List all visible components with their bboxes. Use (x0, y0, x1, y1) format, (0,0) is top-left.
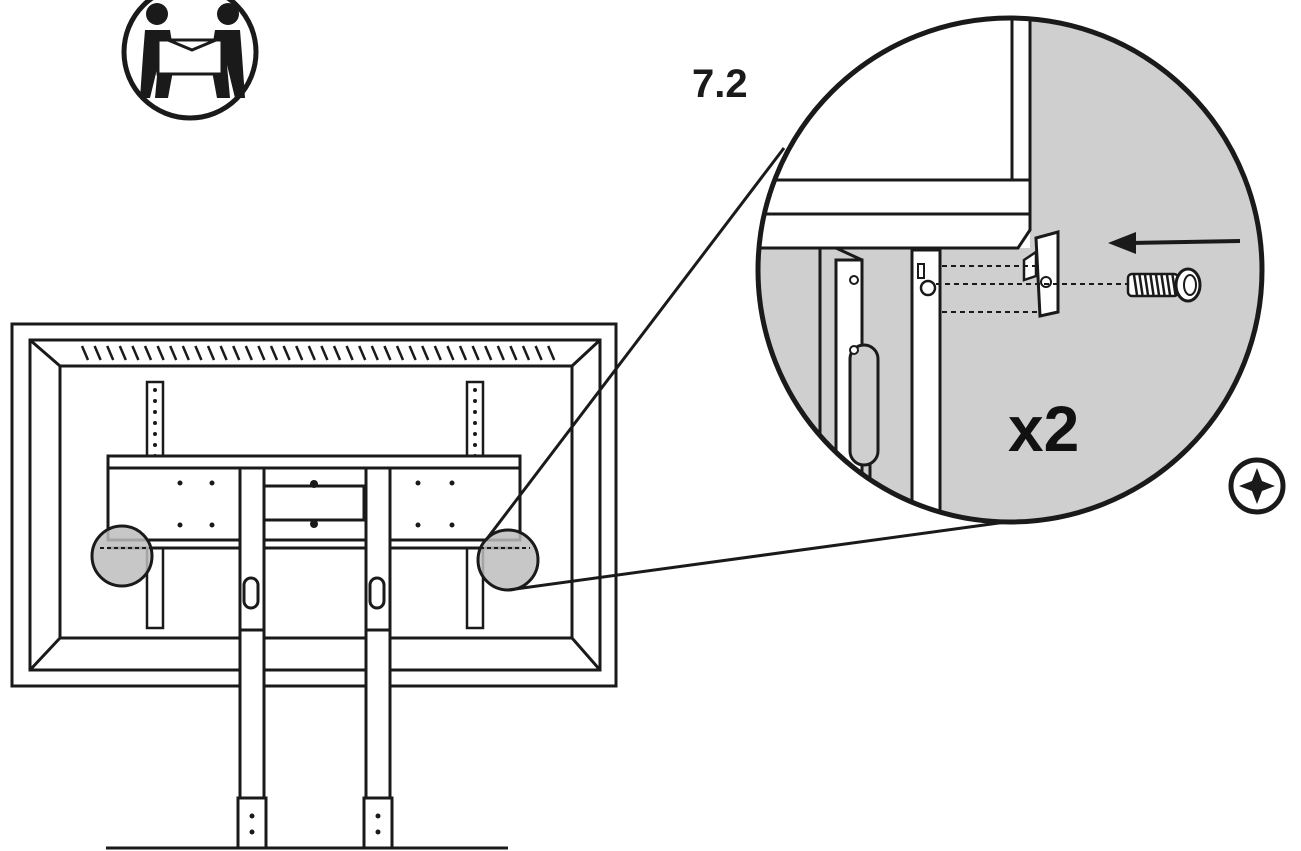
rail-hole (153, 443, 157, 447)
vent-slot (320, 345, 329, 361)
vent-slot (219, 345, 228, 361)
vent-slot (383, 345, 392, 361)
vent-slot (496, 345, 505, 361)
screw-thread (1160, 274, 1166, 296)
vent-slot (80, 345, 90, 361)
phillips-screwdriver-icon (1228, 457, 1286, 515)
vent-slot (156, 345, 165, 361)
rail-hole (473, 443, 477, 447)
vent-slot (471, 345, 480, 361)
vent-slot (484, 345, 493, 361)
vent-slot (131, 345, 140, 361)
vent-slot (509, 345, 518, 361)
vent-slot (269, 345, 279, 361)
rail-hole (153, 399, 157, 403)
two-person-lift-icon (121, 0, 259, 121)
vent-slot (395, 345, 405, 361)
mount-bracket (106, 454, 522, 550)
vent-slot (433, 345, 442, 361)
vent-slot (307, 345, 316, 361)
vent-slot (169, 345, 178, 361)
rail-hole (473, 410, 477, 414)
vent-slot (244, 345, 253, 361)
quantity-label: x2 (1008, 393, 1080, 465)
screw-thread (1143, 274, 1150, 296)
vent-slot (194, 345, 203, 361)
rail-hole (153, 388, 157, 392)
screw-thread (1154, 274, 1161, 296)
vent-slot (93, 345, 102, 361)
vent-slot (521, 345, 531, 361)
vent-slot (143, 345, 153, 361)
highlight-circles (90, 524, 540, 592)
vent-slot (295, 345, 304, 361)
insert-arrow-icon (1108, 232, 1241, 254)
step-number: 7.2 (692, 62, 748, 106)
zoom-callout-lines (484, 147, 1007, 592)
vent-slot (118, 345, 127, 361)
vent-slot (547, 345, 556, 361)
vent-slot (106, 345, 115, 361)
rail-hole (473, 421, 477, 425)
screw-thread (1171, 274, 1177, 296)
rail-hole (473, 432, 477, 436)
vent-slot (282, 345, 291, 361)
vent-slot (408, 345, 417, 361)
rail-hole (153, 432, 157, 436)
rail-hole (473, 388, 477, 392)
screw-thread (1138, 274, 1144, 296)
vent-slot (370, 345, 379, 361)
left-screw-highlight (90, 524, 154, 588)
vent-slot (421, 345, 430, 361)
rail-hole (153, 421, 157, 425)
vent-slot (232, 345, 241, 361)
stand-holes (249, 813, 381, 835)
vent-slot (534, 345, 543, 361)
screw-thread (1132, 274, 1139, 296)
rail-hole (473, 399, 477, 403)
vent-slot (458, 345, 468, 361)
vent-slot (358, 345, 367, 361)
zoom-detail (755, 15, 1265, 525)
vent-slot (345, 345, 354, 361)
vent-slot (332, 345, 342, 361)
vent-slots (80, 345, 556, 361)
screw-threads (1132, 274, 1177, 296)
screw-thread (1149, 274, 1155, 296)
vent-slot (446, 345, 455, 361)
vent-slot (181, 345, 190, 361)
rail-hole (153, 410, 157, 414)
vent-slot (257, 345, 266, 361)
screw-thread (1165, 274, 1172, 296)
vent-slot (206, 345, 216, 361)
stand-columns (106, 466, 508, 850)
